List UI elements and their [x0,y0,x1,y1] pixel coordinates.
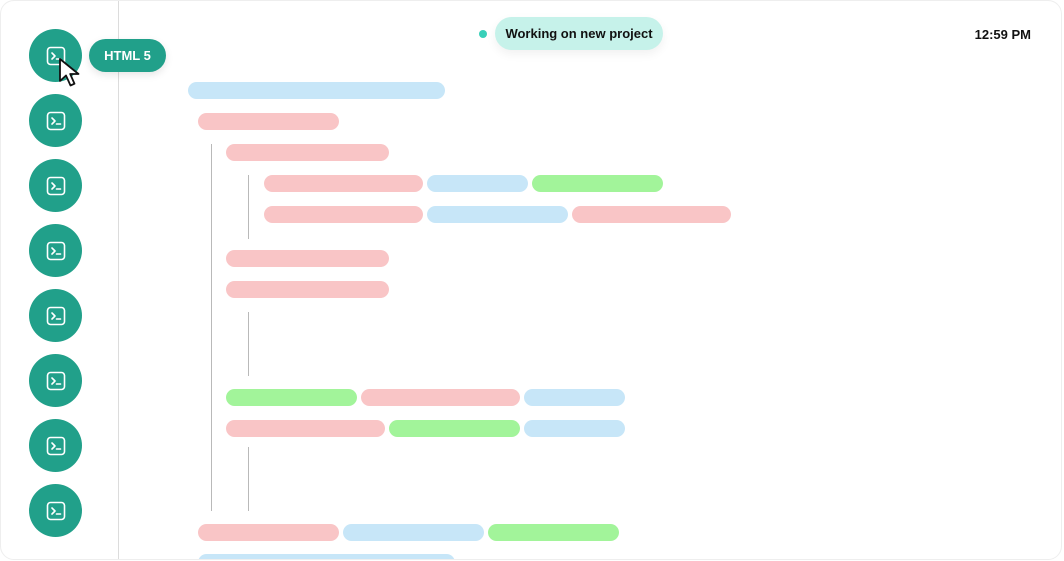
sidebar-app-button-8[interactable] [29,484,82,537]
code-line-placeholder [361,389,520,406]
clock: 12:59 PM [974,27,1031,42]
code-line-placeholder [264,206,423,223]
indent-guide-2 [248,175,249,239]
code-line-placeholder [427,175,528,192]
sidebar-divider [118,1,119,559]
sidebar-app-button-5[interactable] [29,289,82,342]
code-line-placeholder [572,206,731,223]
code-line-placeholder [226,420,385,437]
indent-guide-1 [211,144,212,511]
sidebar-app-button-4[interactable] [29,224,82,277]
code-line-placeholder [532,175,663,192]
code-line-placeholder [226,144,389,161]
code-line-placeholder [343,524,484,541]
code-line-placeholder [226,281,389,298]
code-line-placeholder [188,82,445,99]
indent-guide-3 [248,312,249,376]
mouse-pointer-icon [58,57,86,94]
code-line-placeholder [524,389,625,406]
status-indicator-dot [479,30,487,38]
code-line-placeholder [488,524,619,541]
terminal-icon [46,176,66,196]
sidebar-app-button-6[interactable] [29,354,82,407]
terminal-icon [46,436,66,456]
terminal-icon [46,241,66,261]
status-pill: Working on new project [495,17,663,50]
sidebar-app-button-2[interactable] [29,94,82,147]
sidebar-app-button-7[interactable] [29,419,82,472]
code-line-placeholder [198,113,339,130]
indent-guide-4 [248,447,249,511]
code-line-placeholder [226,250,389,267]
sidebar-app-button-1[interactable] [29,29,82,82]
code-line-placeholder [198,554,455,559]
code-line-placeholder [198,524,339,541]
terminal-icon [46,306,66,326]
code-line-placeholder [524,420,625,437]
code-line-placeholder [427,206,568,223]
code-line-placeholder [264,175,423,192]
code-line-placeholder [226,389,357,406]
sidebar-app-button-3[interactable] [29,159,82,212]
terminal-icon [46,371,66,391]
code-line-placeholder [389,420,520,437]
terminal-icon [46,111,66,131]
html5-tooltip: HTML 5 [89,39,166,72]
terminal-icon [46,501,66,521]
